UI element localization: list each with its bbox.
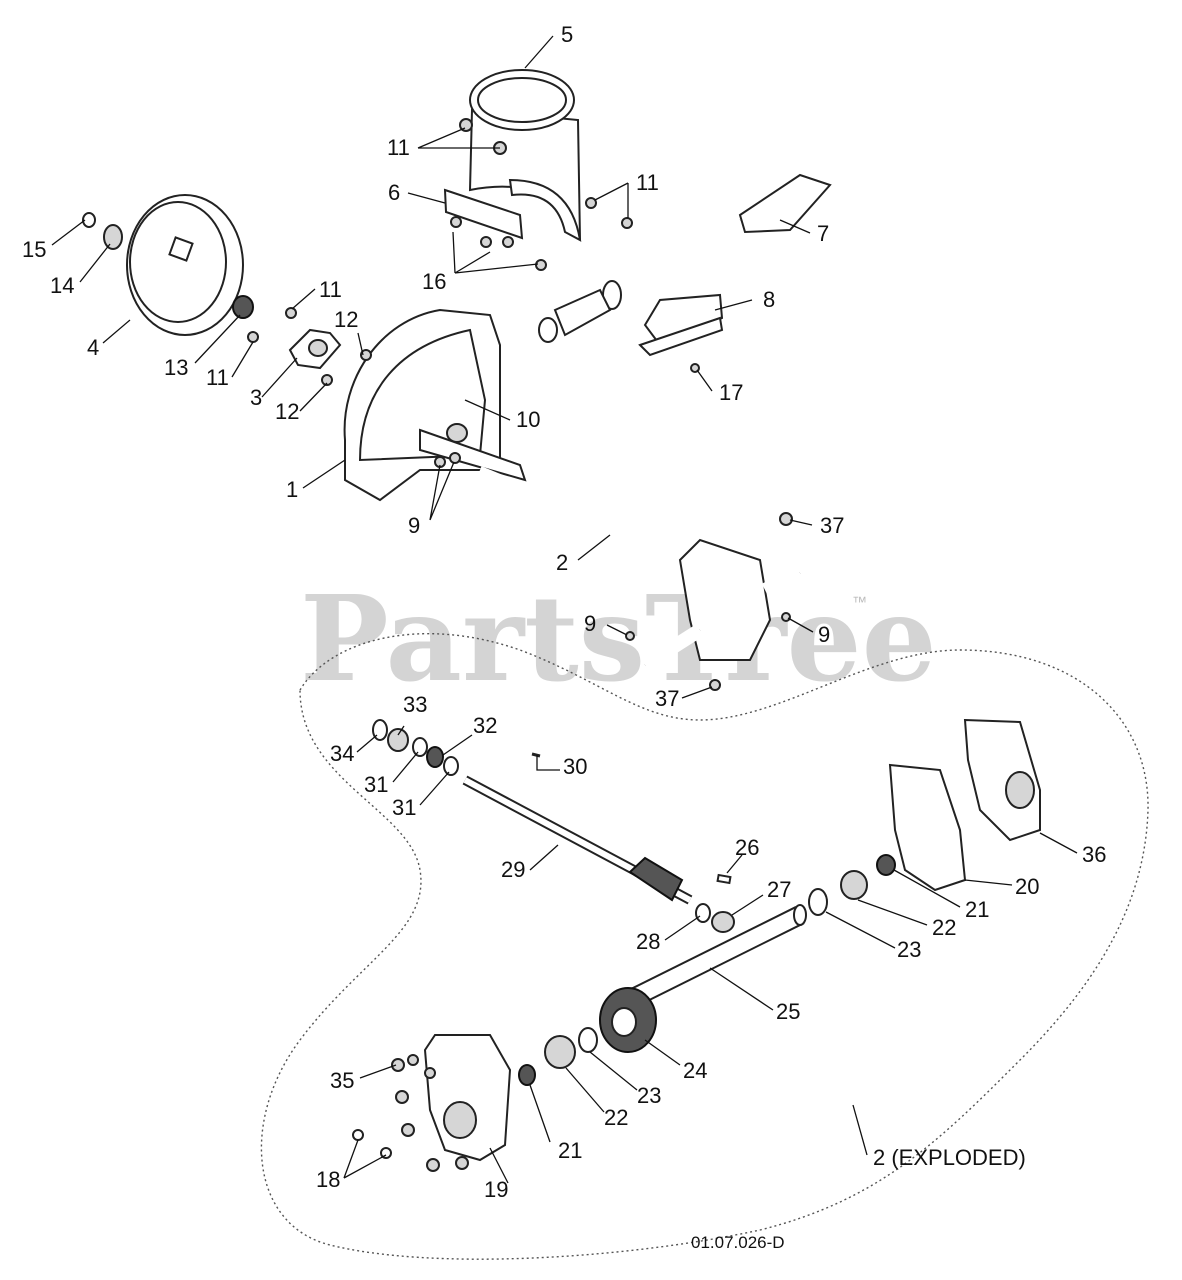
- discharge-chute: [443, 69, 582, 242]
- callout-36: 36: [1082, 842, 1106, 867]
- diagram-reference-code: 01.07.026-D: [691, 1233, 785, 1252]
- callout-19: 19: [484, 1177, 508, 1202]
- callout-20: 20: [1015, 874, 1039, 899]
- callout-2: 2: [556, 550, 568, 575]
- callout-18: 18: [316, 1167, 340, 1192]
- callout-12: 12: [275, 399, 299, 424]
- callout-29: 29: [501, 857, 525, 882]
- bearing-flange: [288, 328, 342, 370]
- callout-5: 5: [561, 22, 573, 47]
- callout-30: 30: [563, 754, 587, 779]
- gear-housing-half-right: [963, 718, 1041, 842]
- callout-26: 26: [735, 835, 759, 860]
- callout-7: 7: [817, 221, 829, 246]
- crank-bracket: [638, 293, 724, 357]
- auger-shaft-assembly: [478, 466, 804, 671]
- callout-37: 37: [655, 686, 679, 711]
- callout-25: 25: [776, 999, 800, 1024]
- callout-17: 17: [719, 380, 743, 405]
- callout-33: 33: [403, 692, 427, 717]
- nut-13: [232, 295, 254, 319]
- callout-6: 6: [388, 180, 400, 205]
- callout-11: 11: [636, 170, 659, 195]
- watermark-text: PartsTree: [300, 569, 937, 708]
- callout-22: 22: [932, 915, 956, 940]
- callout-11: 11: [206, 365, 229, 390]
- callout-31: 31: [392, 795, 416, 820]
- callout-3: 3: [250, 385, 262, 410]
- callout-13: 13: [164, 355, 188, 380]
- callout-9: 9: [818, 622, 830, 647]
- callout-10: 10: [516, 407, 540, 432]
- callout-23: 23: [637, 1083, 661, 1108]
- callout-11: 11: [319, 277, 342, 302]
- callout-35: 35: [330, 1068, 354, 1093]
- auger-housing: [343, 308, 527, 502]
- callout-37: 37: [820, 513, 844, 538]
- hardware-bolts: [247, 118, 793, 691]
- gear-housing-half-left: [423, 1034, 512, 1162]
- callout-24: 24: [683, 1058, 707, 1083]
- callout-23: 23: [897, 937, 921, 962]
- watermark-trademark: ™: [852, 594, 867, 611]
- exploded-view-label: 2 (EXPLODED): [873, 1145, 1026, 1170]
- callout-31: 31: [364, 772, 388, 797]
- callout-9: 9: [584, 611, 596, 636]
- axle-shaft: [620, 904, 807, 1011]
- callout-28: 28: [636, 929, 660, 954]
- chute-crank-shaft: [538, 173, 832, 343]
- callout-11: 11: [387, 135, 410, 160]
- callout-14: 14: [50, 273, 74, 298]
- callout-16: 16: [422, 269, 446, 294]
- pulley: [126, 194, 244, 336]
- leader-lines: [51, 35, 1078, 1184]
- callout-9: 9: [408, 513, 420, 538]
- callout-21: 21: [558, 1138, 582, 1163]
- gear-housing-gasket: [888, 763, 967, 892]
- callout-4: 4: [87, 335, 99, 360]
- worm-gear: [599, 987, 657, 1053]
- callout-15: 15: [22, 237, 46, 262]
- callout-34: 34: [330, 741, 354, 766]
- callout-21: 21: [965, 897, 989, 922]
- callout-labels: 5 11 11 6 7 16 15 14 4 11 12 13 11 3 1 2 …: [22, 22, 1106, 1202]
- worm-shaft: [462, 752, 732, 905]
- callout-22: 22: [604, 1105, 628, 1130]
- callout-12: 12: [334, 307, 358, 332]
- callout-27: 27: [767, 877, 791, 902]
- pulley-hub-parts: [82, 212, 123, 250]
- callout-1: 1: [286, 477, 298, 502]
- housing-screws: [352, 1054, 469, 1172]
- callout-32: 32: [473, 713, 497, 738]
- exploded-washers: [372, 719, 896, 1086]
- callout-8: 8: [763, 287, 775, 312]
